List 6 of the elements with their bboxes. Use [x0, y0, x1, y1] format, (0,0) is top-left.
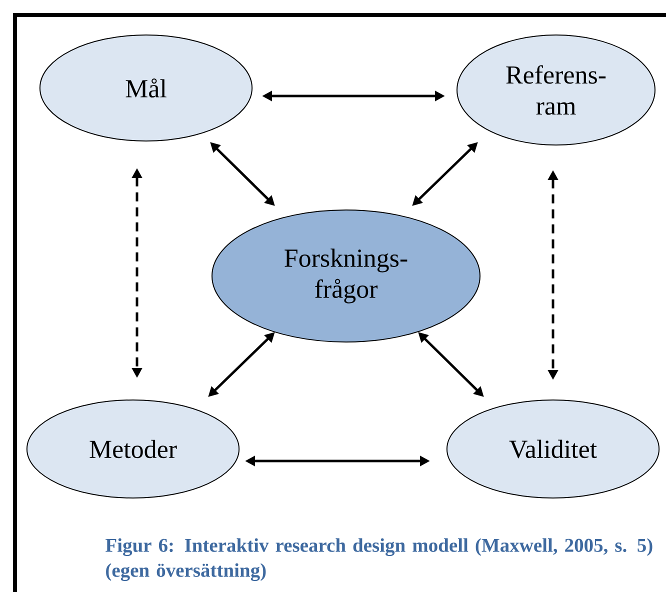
ellipse-node: Mål: [39, 34, 253, 142]
caption: Figur 6: Interaktiv research design modell (Maxwell, 2005, s. 5) (egen översättning): [106, 538, 652, 582]
ellipse-node: Metoder: [26, 400, 240, 498]
ellipse-node: Validitet: [446, 400, 660, 498]
ellipse-node: Forsknings- frågor: [212, 210, 480, 342]
ellipse-node: Referens- ram: [456, 34, 656, 146]
